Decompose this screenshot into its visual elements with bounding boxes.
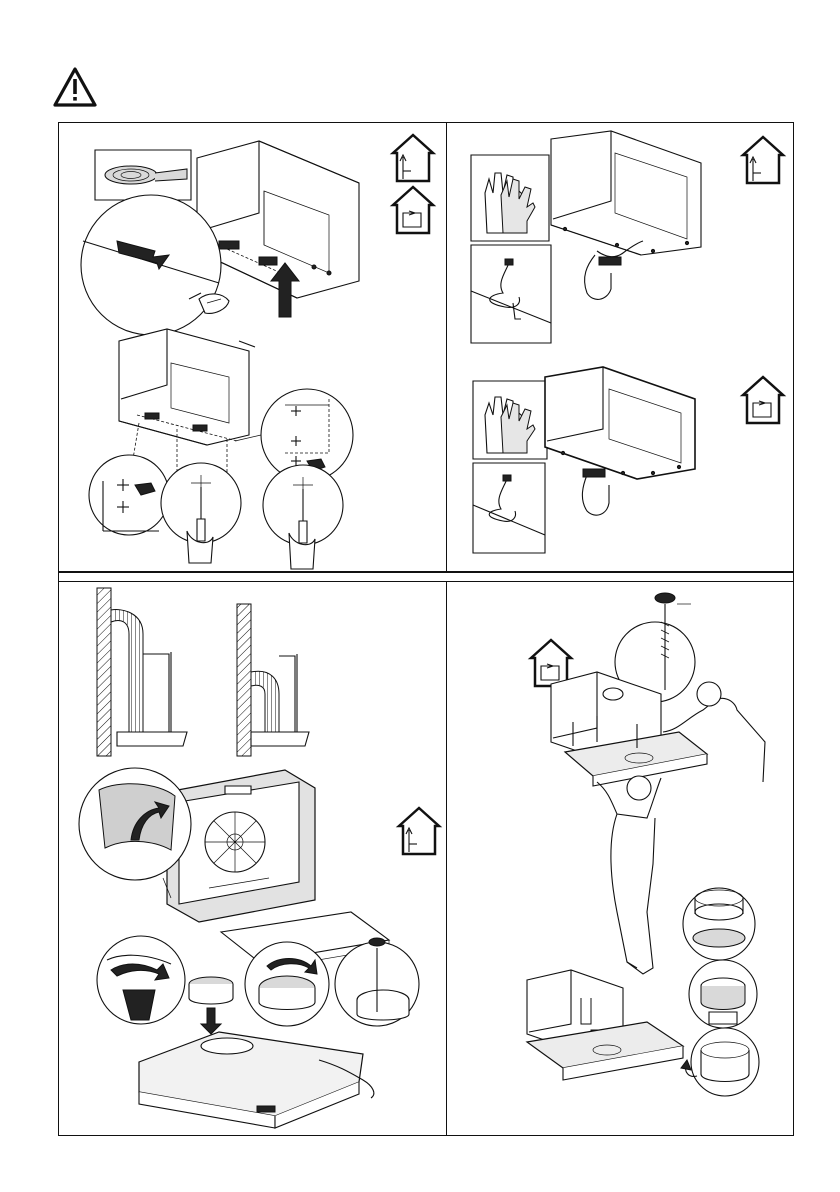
protective-gloves-icon-2 [473,381,547,459]
protective-gloves-icon [471,155,549,241]
filter-step-3 [681,1028,759,1096]
recirculation-mode-house-icon [393,187,433,233]
tape-apply-detail [81,195,221,335]
panel-mounting-hood [447,581,793,1135]
mark-detail-left [89,455,169,535]
recirculation-mode-house-icon [531,640,571,686]
filter-step-2 [689,960,757,1028]
duct-collar-rotate-detail [245,942,329,1026]
duct-collar [189,977,233,1034]
warning-triangle-icon [52,66,98,108]
hood-assembled [139,1032,374,1128]
ducted-mode-house-icon [393,135,433,181]
cable-detail-2 [473,463,545,553]
drill-detail-2 [263,465,343,569]
ducted-mode-house-icon [399,808,439,854]
duct-installation-vertical [97,588,187,756]
cable-detail-1 [471,245,551,343]
recirculation-mode-house-icon [743,137,783,183]
panel-ducting-filters [59,581,447,1135]
filter-step-1 [683,888,755,960]
cabinet-bottom-right [545,367,695,515]
cabinet-lower-mount [527,970,683,1080]
cabinet-top-right [551,131,701,299]
screw-fixing-detail [335,938,419,1026]
recirculation-mode-house-icon-2 [743,377,783,423]
panel-cable-routing [447,123,793,573]
instruction-frame [58,122,794,1136]
duct-installation-bent [237,604,309,756]
filter-removal-detail [97,936,185,1024]
drill-detail-1 [161,463,241,563]
hood-open-view [167,770,389,970]
panel-marking-drilling [59,123,447,573]
